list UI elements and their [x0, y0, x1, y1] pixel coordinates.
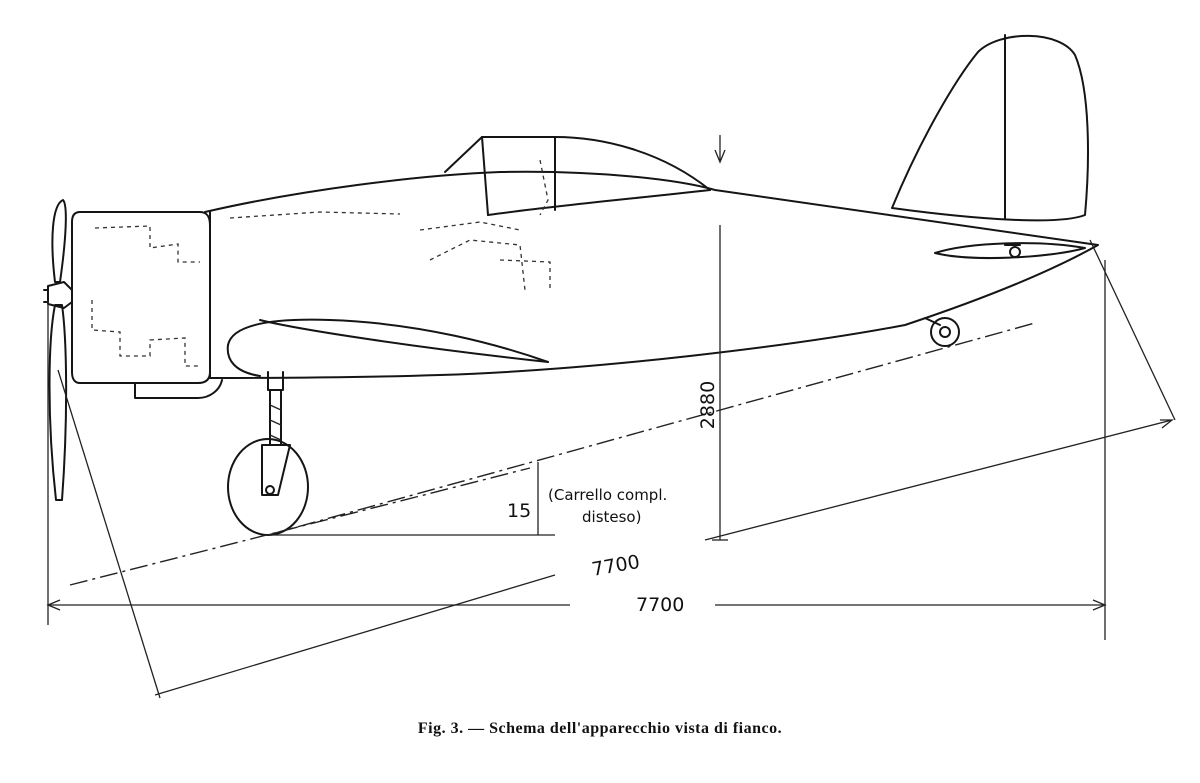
wing	[226, 318, 549, 377]
height-label: 2880	[697, 381, 719, 429]
gear-note-line2: disteso)	[582, 508, 641, 526]
figure-caption: Fig. 3. — Schema dell'apparecchio vista …	[417, 720, 783, 737]
horizontal-length-label: 7700	[636, 594, 684, 616]
engine-cowling	[71, 211, 223, 399]
propeller	[43, 199, 73, 501]
cockpit-canopy	[229, 136, 711, 291]
inclined-length-label: 7700	[590, 551, 641, 581]
tail-wheel	[924, 317, 960, 347]
gear-note-line1: (Carrello compl.	[548, 486, 667, 504]
angle-label: 15	[507, 500, 531, 522]
height-dimension	[712, 135, 728, 541]
main-landing-gear	[227, 371, 309, 536]
reference-lines	[69, 322, 1036, 586]
vertical-tail	[891, 34, 1089, 222]
horizontal-length-dimension	[46, 260, 1107, 640]
fuselage	[204, 170, 1099, 379]
inclined-length-dimension	[57, 239, 1176, 699]
horizontal-stabilizer	[934, 242, 1086, 260]
